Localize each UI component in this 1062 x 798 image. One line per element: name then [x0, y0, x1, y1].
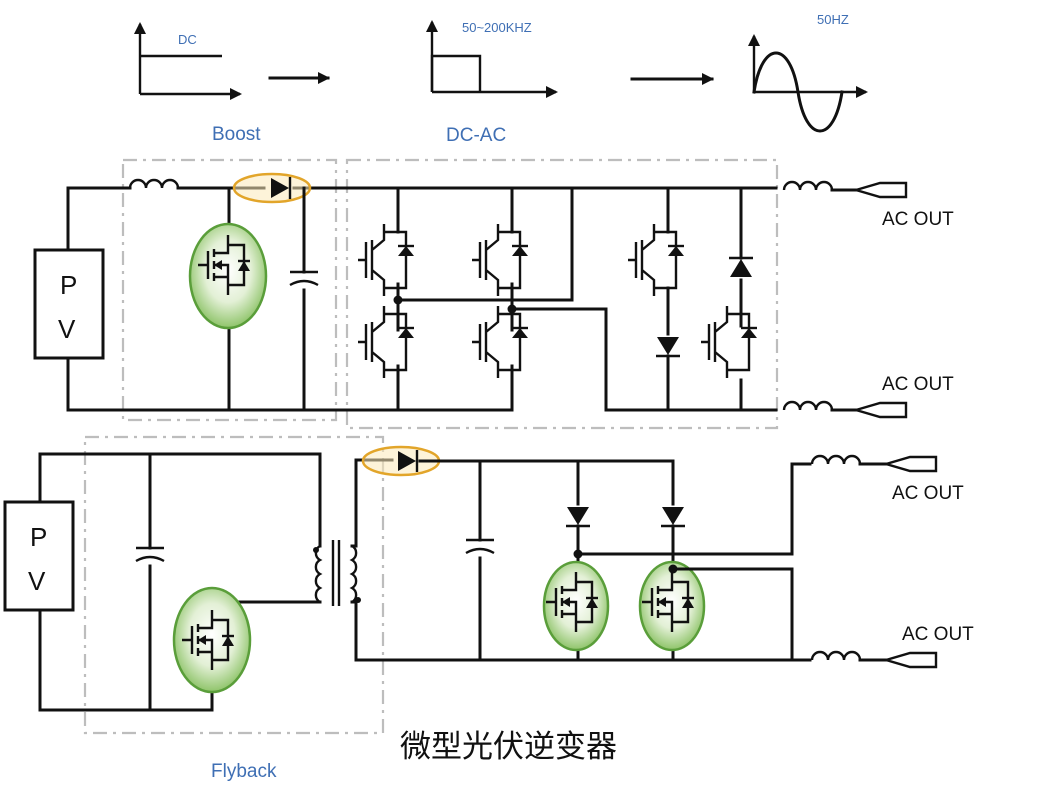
- out-inductor-4-icon: [810, 650, 862, 662]
- flyback-label: Flyback: [211, 761, 277, 782]
- diagram-caption: 微型光伏逆变器: [400, 729, 617, 765]
- igbt-q4-icon: [470, 304, 530, 380]
- out-inductor-2-icon: [782, 400, 834, 412]
- dcac-stage-box: [345, 158, 779, 430]
- ac-plug-1-icon: [854, 181, 908, 199]
- diode-d1-icon: [654, 335, 682, 358]
- igbt-q5-icon: [626, 222, 686, 298]
- igbt-q3-icon: [356, 304, 416, 380]
- pv-bottom-label-v: V: [28, 566, 46, 596]
- flyback-stage-box: [83, 435, 385, 735]
- igbt-q6-icon: [699, 304, 759, 380]
- sine-waveform: 50HZ: [748, 12, 868, 133]
- flyback-capacitor-icon: [134, 546, 166, 563]
- dc-waveform: DC: [134, 22, 242, 100]
- out-inductor-1-icon: [782, 180, 834, 192]
- transformer-secondary-icon: [349, 544, 358, 604]
- boost-stage-box: [121, 158, 338, 422]
- diode-d3-icon: [564, 505, 592, 528]
- pwm-waveform: 50~200KHZ: [426, 20, 558, 98]
- ac-plug-4-icon: [884, 651, 938, 669]
- ac-plug-3-icon: [884, 455, 938, 473]
- igbt-q2-icon: [470, 222, 530, 298]
- ac-plug-2-icon: [854, 401, 908, 419]
- ac-out-label-1: AC OUT: [882, 209, 954, 230]
- diode-d2-icon: [727, 256, 755, 279]
- igbt-q1-icon: [356, 222, 416, 298]
- sine-label: 50HZ: [817, 12, 849, 27]
- pv-top-label-v: V: [58, 314, 76, 344]
- boost-capacitor-icon: [288, 270, 320, 287]
- transformer-primary-icon: [314, 544, 323, 604]
- ac-out-label-2: AC OUT: [882, 374, 954, 395]
- pv-bottom-label-p: P: [30, 522, 47, 552]
- ac-out-label-3: AC OUT: [892, 483, 964, 504]
- bottom-circuit: P V: [3, 435, 974, 782]
- pv-top-label-p: P: [60, 270, 77, 300]
- dcac-label: DC-AC: [446, 125, 506, 146]
- ac-out-label-4: AC OUT: [902, 624, 974, 645]
- output-capacitor-icon: [464, 538, 496, 555]
- top-circuit: P V: [33, 158, 954, 430]
- pwm-label: 50~200KHZ: [462, 20, 532, 35]
- boost-diode-highlight: [232, 172, 312, 204]
- dc-label: DC: [178, 32, 197, 47]
- out-inductor-3-icon: [810, 454, 862, 466]
- diode-d4-icon: [659, 505, 687, 528]
- boost-inductor-icon: [128, 178, 180, 190]
- boost-label: Boost: [212, 124, 261, 145]
